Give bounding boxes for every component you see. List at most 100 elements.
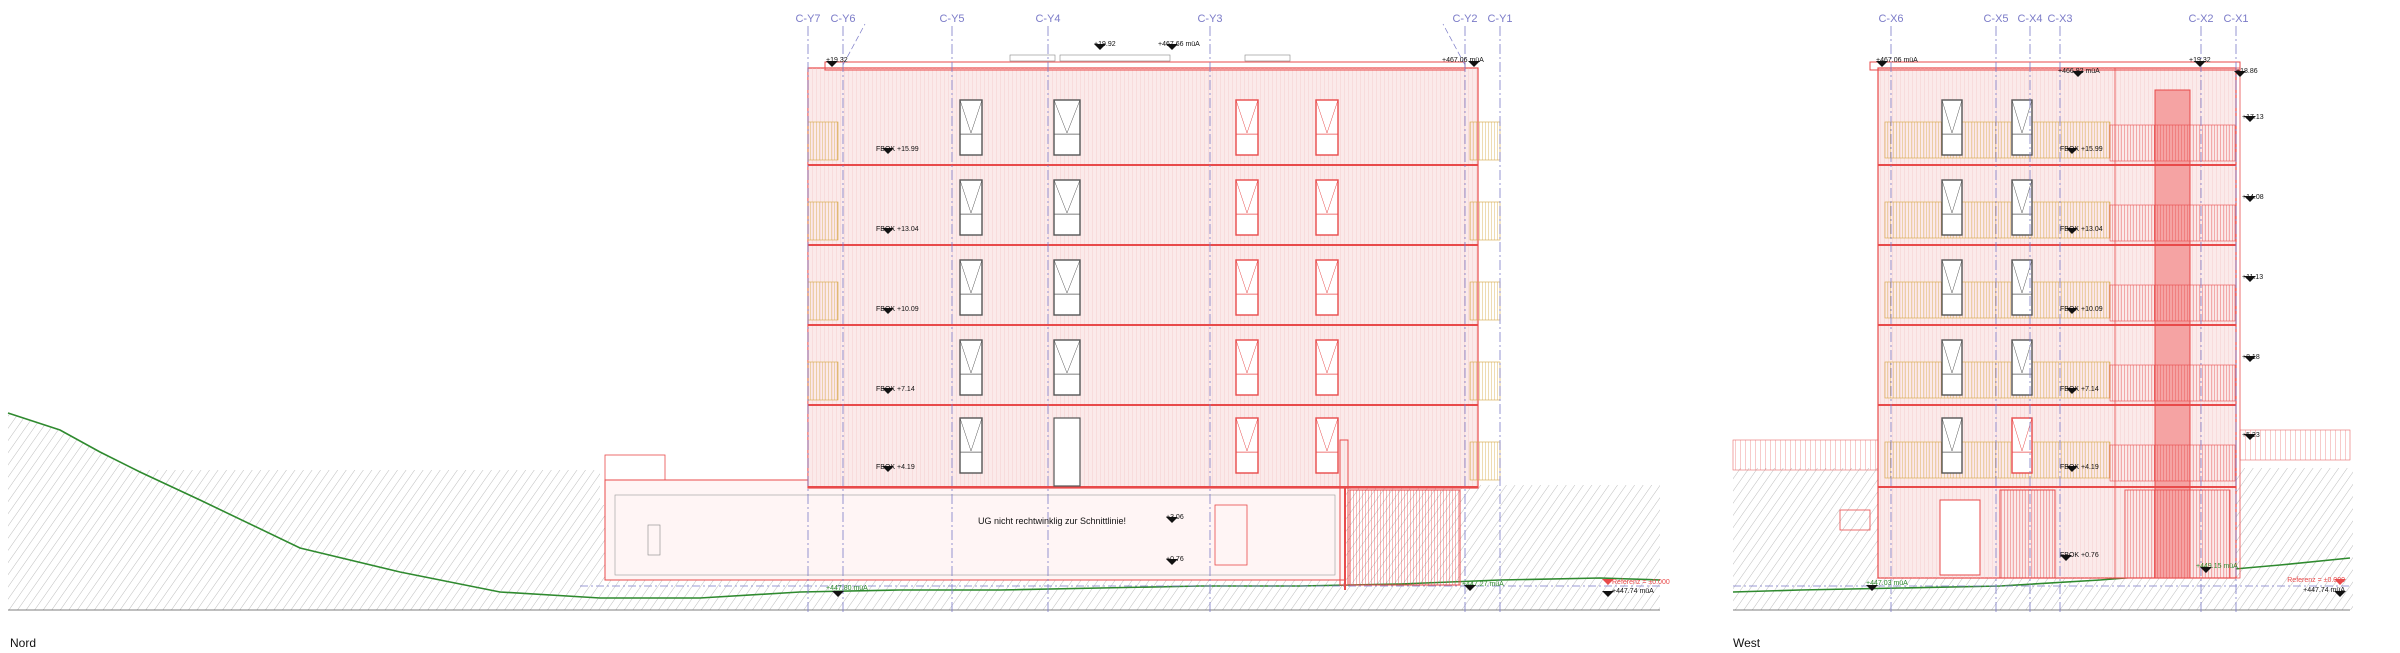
level-markers	[826, 44, 2346, 597]
level-marker	[2066, 308, 2078, 314]
window	[1235, 417, 1259, 474]
axis-label-nord: C-Y7	[795, 13, 820, 25]
level-marker	[2200, 567, 2212, 573]
west-floor-slabs	[1878, 164, 2236, 488]
level-marker	[2244, 434, 2256, 440]
level-marker	[2066, 228, 2078, 234]
floor-level-1: FBOK +15.99	[876, 146, 919, 153]
level-marker	[882, 388, 894, 394]
level-marker	[1094, 44, 1106, 50]
window	[1235, 259, 1259, 316]
window	[1315, 417, 1339, 474]
axis-label-west: C-X1	[2223, 13, 2248, 25]
reference-elevation: +447.74 müA	[1612, 588, 1654, 595]
ug-note: UG nicht rechtwinklig zur Schnittlinie!	[978, 516, 1126, 526]
nord-elevation	[7, 54, 1661, 611]
door	[1053, 417, 1081, 487]
window	[1315, 339, 1339, 396]
basement-block	[604, 479, 1346, 581]
window	[1235, 179, 1259, 236]
level-marker	[1464, 585, 1476, 591]
level-marker	[1468, 61, 1480, 67]
window	[2011, 179, 2033, 236]
window	[1941, 259, 1963, 316]
window	[1053, 179, 1081, 236]
window	[1053, 339, 1081, 396]
level-marker	[882, 228, 894, 234]
west-reference-label: Referenz = ±0.000	[2287, 577, 2345, 584]
level-marker	[2066, 388, 2078, 394]
window	[959, 259, 983, 316]
axis-label-nord: C-Y6	[830, 13, 855, 25]
window	[1235, 99, 1259, 156]
level-ground-right: +447.27 müA	[1462, 581, 1504, 588]
level-top-mid-b: +467.66 müA	[1158, 41, 1200, 48]
floor-level-4: FBOK +7.14	[876, 386, 915, 393]
level-marker	[1876, 61, 1888, 67]
west-level-top-b: +18.86	[2236, 68, 2258, 75]
west-floor-4: FBOK +7.14	[2060, 386, 2099, 393]
window	[1941, 417, 1963, 474]
west-reference-elevation: +447.74 müA	[2303, 587, 2345, 594]
windows	[959, 99, 1339, 487]
level-marker	[2066, 466, 2078, 472]
west-level-top-a: +19.32	[2189, 57, 2211, 64]
level-marker	[2244, 356, 2256, 362]
level-marker	[1166, 44, 1178, 50]
window	[1941, 99, 1963, 156]
level-marker	[2244, 196, 2256, 202]
west-windows	[1939, 99, 2033, 576]
axis-label-nord: C-Y1	[1487, 13, 1512, 25]
axis-label-west: C-X3	[2047, 13, 2072, 25]
floor-slabs	[808, 164, 1478, 488]
level-marker	[882, 308, 894, 314]
window	[1053, 99, 1081, 156]
axis-label-west: C-X2	[2188, 13, 2213, 25]
window	[2011, 259, 2033, 316]
level-marker	[2334, 591, 2346, 597]
level-marker	[826, 61, 838, 67]
window	[959, 99, 983, 156]
window	[1941, 179, 1963, 236]
west-floor-3: FBOK +10.09	[2060, 306, 2103, 313]
level-marker	[2334, 579, 2346, 585]
west-elevation	[1732, 61, 2353, 611]
axis-guide	[1442, 23, 1466, 66]
level-marker	[882, 148, 894, 154]
window	[1315, 99, 1339, 156]
axis-label-nord: C-Y5	[939, 13, 964, 25]
west-basement-level: FBOK +0.76	[2060, 552, 2099, 559]
level-marker	[1166, 559, 1178, 565]
level-marker	[1166, 517, 1178, 523]
west-floor-5: FBOK +4.19	[2060, 464, 2099, 471]
level-marker	[882, 466, 894, 472]
door	[1939, 499, 1981, 576]
window	[1315, 259, 1339, 316]
window	[1053, 259, 1081, 316]
west-floor-2: FBOK +13.04	[2060, 226, 2103, 233]
window	[959, 179, 983, 236]
axis-label-nord: C-Y3	[1197, 13, 1222, 25]
ground-line-west	[1732, 557, 2351, 593]
axis-label-nord: C-Y4	[1035, 13, 1060, 25]
view-title-nord: Nord	[10, 636, 37, 650]
window	[1315, 179, 1339, 236]
axis-label-west: C-X4	[2017, 13, 2042, 25]
window	[2011, 99, 2033, 156]
level-top-right: +467.06 müA	[1442, 57, 1484, 64]
level-ground-left: +447.80 müA	[826, 585, 868, 592]
level-marker	[2066, 148, 2078, 154]
west-ground-left: +447.03 müA	[1866, 580, 1908, 587]
window	[959, 339, 983, 396]
window	[1235, 339, 1259, 396]
floor-level-2: FBOK +13.04	[876, 226, 919, 233]
level-marker	[1602, 591, 1614, 597]
axis-lines	[807, 23, 2237, 612]
window	[2011, 417, 2033, 474]
west-balconies	[1884, 121, 2236, 482]
west-level-top-left: +467.06 müA	[1876, 57, 1918, 64]
level-marker	[2244, 116, 2256, 122]
basement-stair-block	[1349, 489, 1461, 586]
